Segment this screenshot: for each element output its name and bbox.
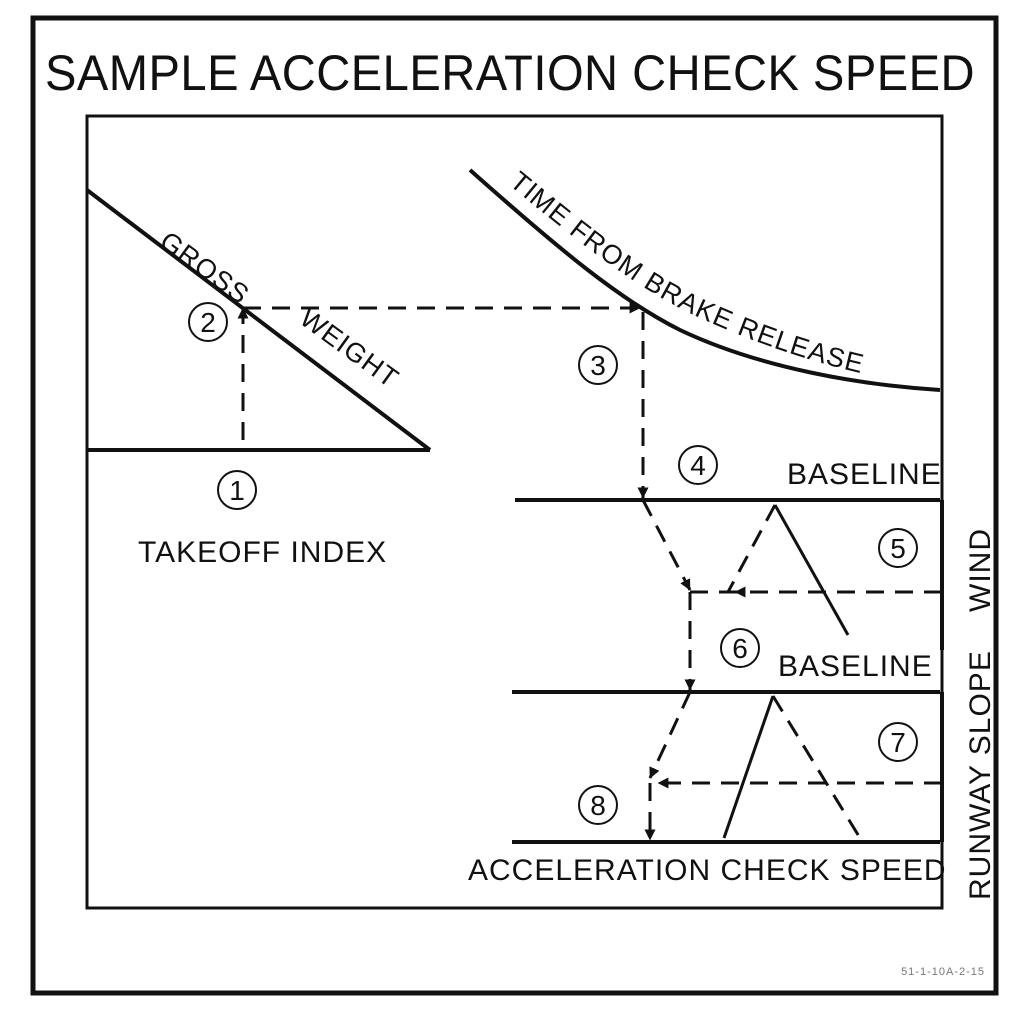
guide-step-4-to-wind: [641, 499, 692, 591]
step-marker-7: 7: [878, 722, 918, 762]
step-number: 5: [890, 533, 906, 564]
step-marker-4: 4: [678, 445, 718, 485]
takeoff-index-label: TAKEOFF INDEX: [138, 536, 387, 569]
gross-weight-line: [85, 188, 432, 452]
step-number: 2: [200, 307, 216, 338]
step-marker-3: 3: [578, 345, 618, 385]
step-marker-5: 5: [878, 528, 918, 568]
acceleration-check-speed-label: ACCELERATION CHECK SPEED: [468, 854, 947, 887]
wind-correction-line-solid: [773, 504, 850, 636]
time-from-brake-release-text: TIME FROM BRAKE RELEASE: [504, 166, 866, 380]
wind-correction-line-dashed: [726, 504, 777, 593]
wind-label: WIND: [964, 528, 997, 612]
guide-step-6-to-7: [648, 691, 692, 779]
step-number: 8: [590, 790, 606, 821]
figure-reference: 51-1-10A-2-15: [901, 966, 985, 978]
weight-label: WEIGHT: [294, 303, 404, 394]
step-number: 3: [590, 350, 606, 381]
slope-correction-line-solid: [722, 695, 775, 839]
baseline-2-label: BASELINE: [778, 650, 933, 683]
step-marker-2: 2: [188, 302, 228, 342]
slope-correction-line-dashed: [771, 695, 862, 839]
step-marker-8: 8: [578, 785, 618, 825]
step-marker-1: 1: [217, 470, 257, 510]
step-number: 1: [229, 475, 245, 506]
time-from-brake-release-curve: [468, 168, 941, 392]
outer-frame: [30, 15, 999, 996]
step-number: 7: [890, 727, 906, 758]
gross-label: GROSS: [154, 226, 255, 311]
step-number: 6: [732, 633, 748, 664]
time-from-brake-release-label: TIME FROM BRAKE RELEASE: [504, 166, 867, 380]
runway-slope-label: RUNWAY SLOPE: [964, 650, 997, 900]
baseline-1-label: BASELINE: [787, 458, 942, 491]
step-number: 4: [690, 450, 706, 481]
diagram-title: SAMPLE ACCELERATION CHECK SPEED: [45, 45, 975, 101]
inner-frame: [85, 114, 944, 910]
step-marker-6: 6: [720, 628, 760, 668]
